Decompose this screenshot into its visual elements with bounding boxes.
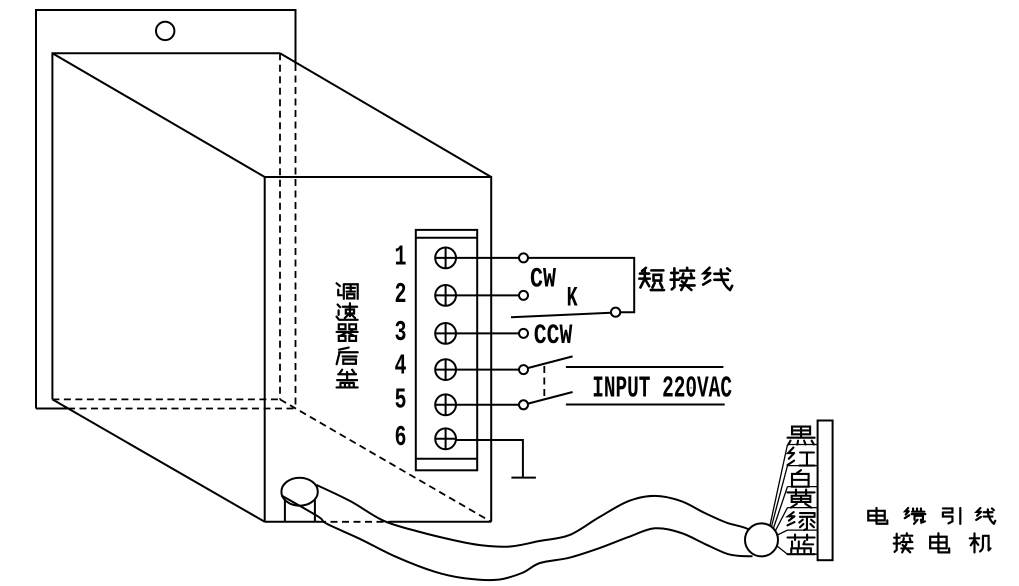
svg-text:5: 5 (395, 384, 407, 417)
svg-text:CCW: CCW (534, 321, 573, 352)
svg-text:4: 4 (395, 350, 407, 383)
svg-text:2: 2 (395, 278, 407, 311)
svg-text:INPUT 220VAC: INPUT 220VAC (592, 371, 732, 406)
svg-text:CW: CW (530, 265, 556, 296)
svg-text:3: 3 (395, 316, 407, 349)
svg-text:K: K (567, 283, 578, 314)
svg-text:1: 1 (395, 241, 407, 274)
svg-text:6: 6 (395, 421, 407, 454)
